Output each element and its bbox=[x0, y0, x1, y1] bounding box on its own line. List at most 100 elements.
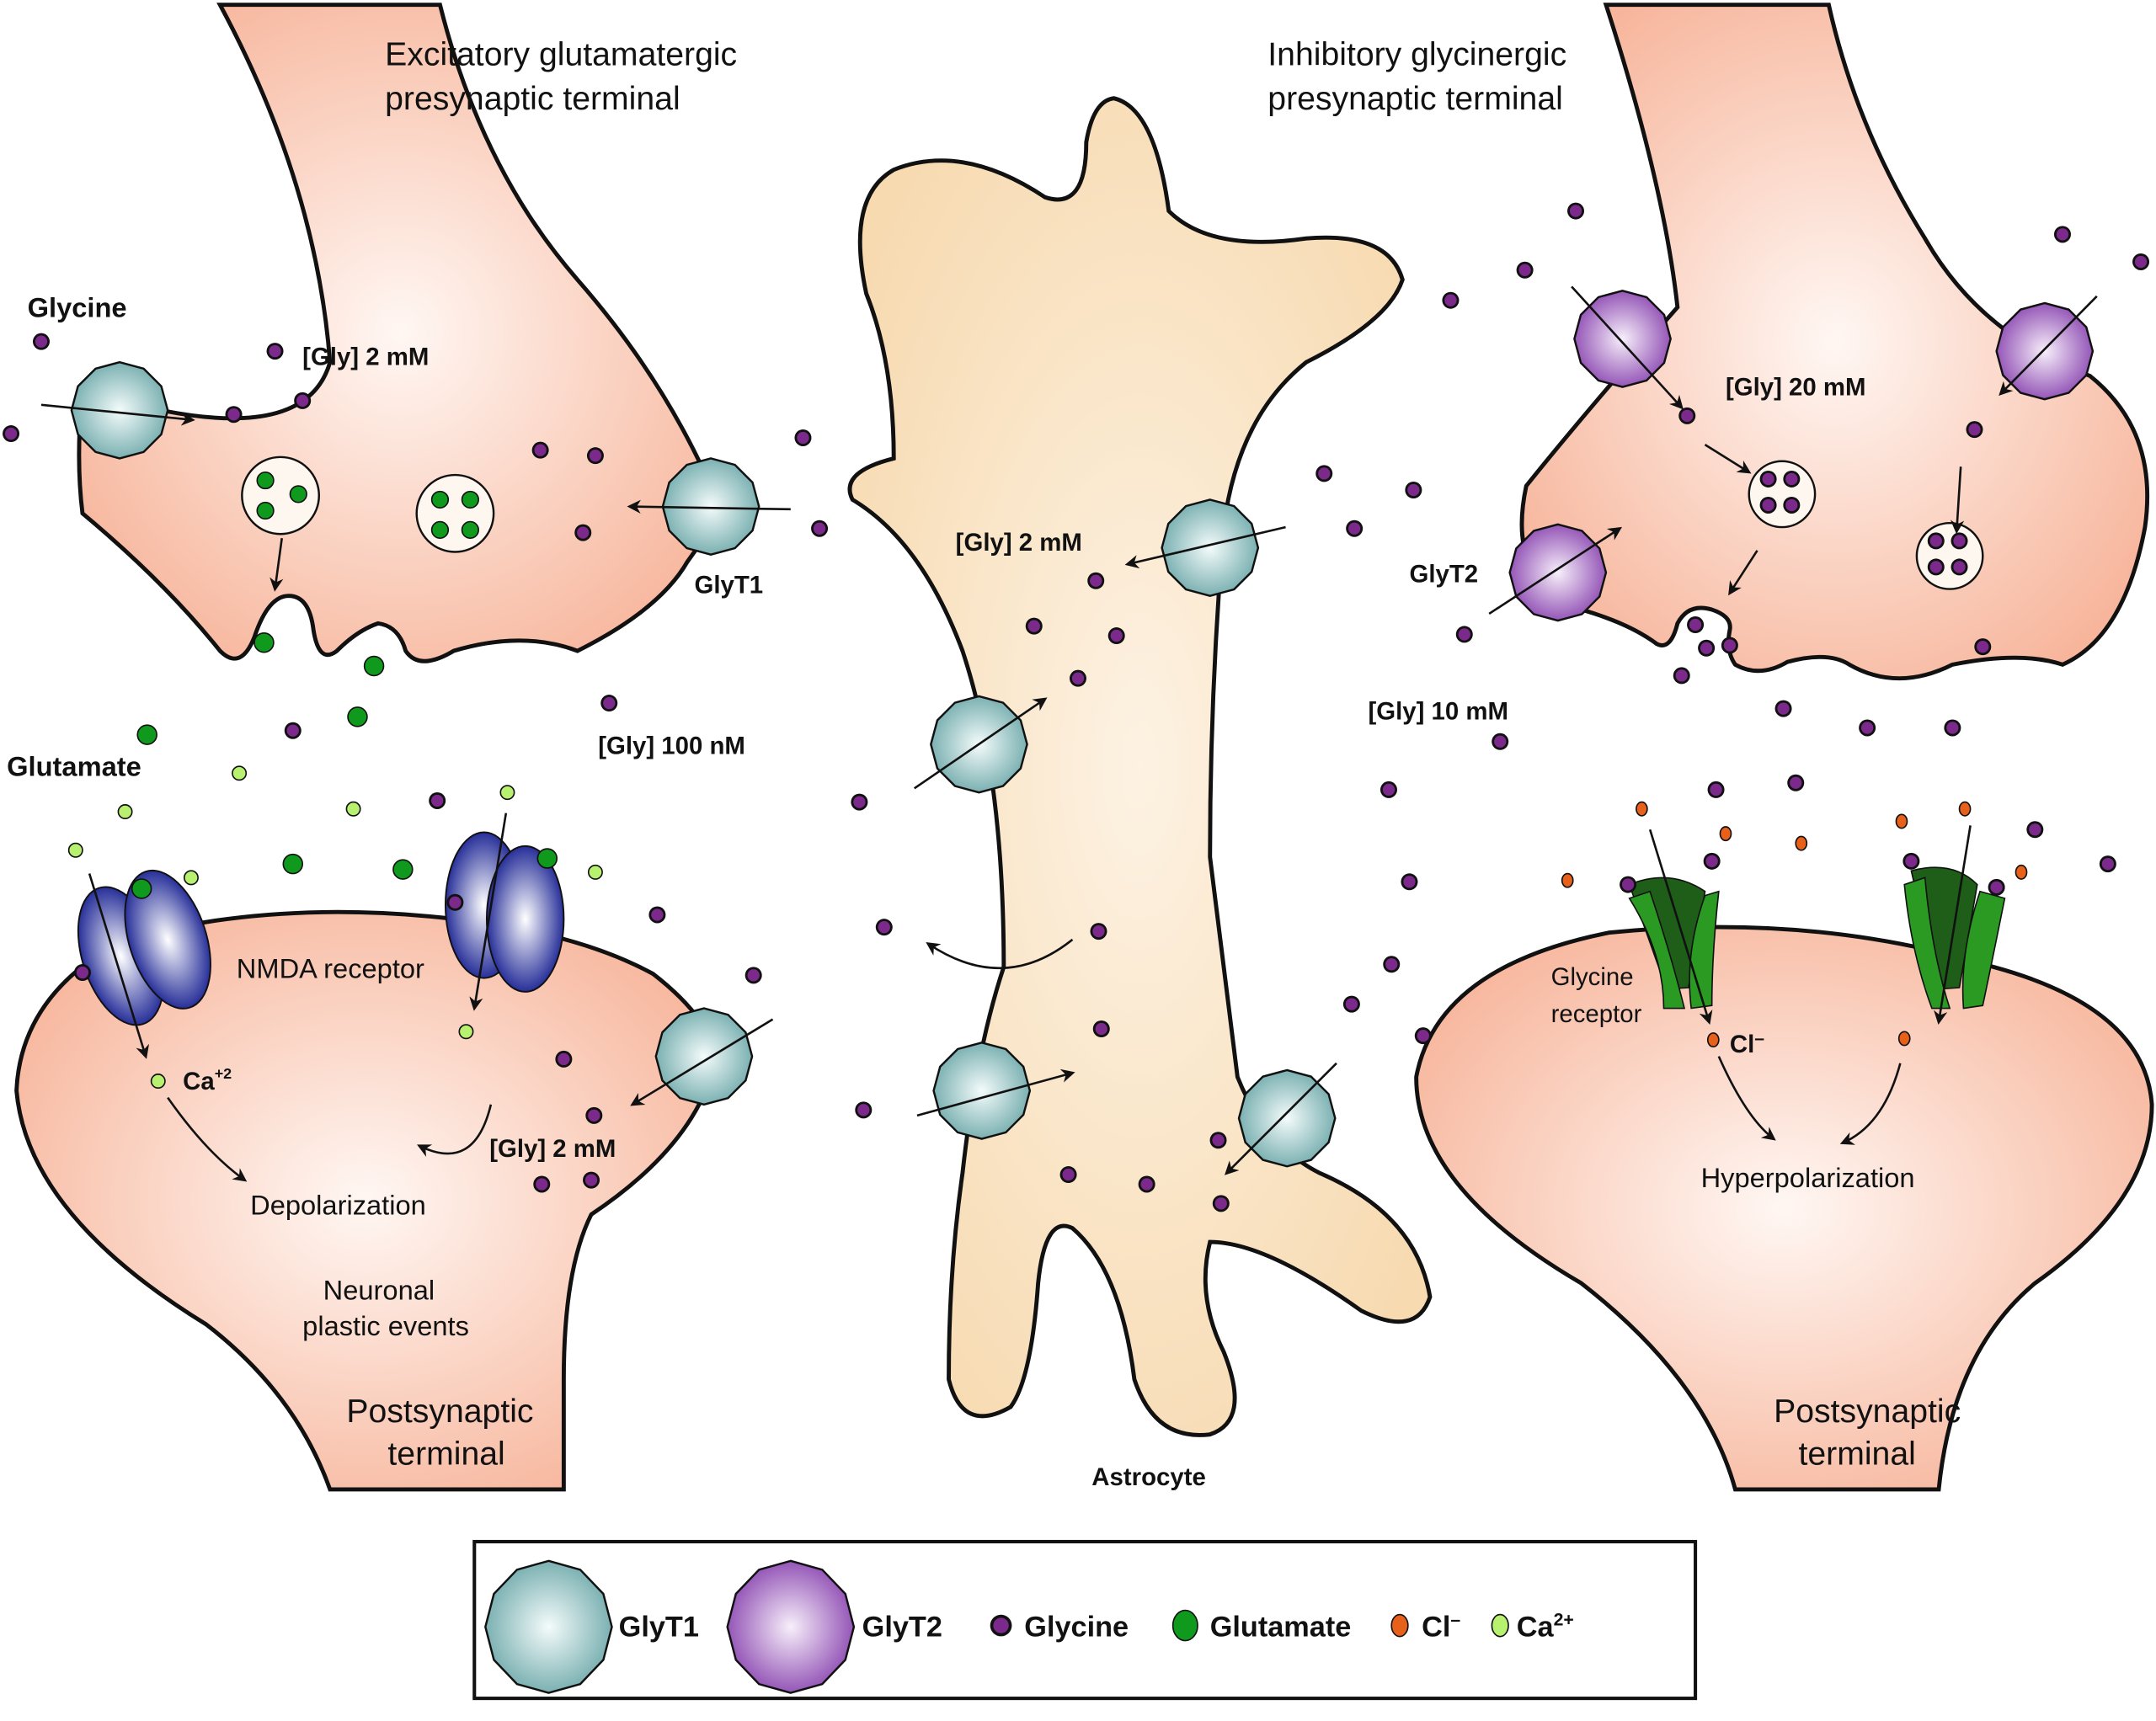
glutamate-label: Glutamate bbox=[7, 751, 141, 782]
glycine-molecule bbox=[1492, 733, 1509, 750]
gly-2mM-presynaptic-label: [Gly] 2 mM bbox=[302, 343, 429, 370]
glutamate-vesicle bbox=[241, 456, 320, 535]
postsynaptic-left-line2: terminal bbox=[387, 1436, 504, 1473]
legend-glyt2-symbol bbox=[726, 1559, 856, 1694]
glycine-molecule bbox=[1687, 616, 1705, 633]
hyperpolarization-label: Hyperpolarization bbox=[1701, 1162, 1915, 1193]
glycine-molecule bbox=[1703, 852, 1721, 870]
glycine-molecule bbox=[1516, 261, 1534, 279]
excitatory-presynaptic-terminal bbox=[77, 3, 724, 663]
glycine-molecule bbox=[531, 441, 549, 459]
excitatory-title-line2: presynaptic terminal bbox=[385, 81, 680, 117]
glycine-label: Glycine bbox=[28, 291, 127, 322]
glycine-molecule bbox=[1988, 878, 2005, 896]
glyt1-transporter bbox=[654, 1007, 754, 1106]
glutamate-molecule bbox=[136, 724, 157, 745]
glycine-molecule bbox=[1567, 202, 1585, 220]
glycine-molecule bbox=[1092, 1020, 1110, 1037]
legend-chloride-label: Cl– bbox=[1422, 1611, 1460, 1644]
legend-glutamate-label: Glutamate bbox=[1210, 1612, 1352, 1644]
glyt1-transporter bbox=[1237, 1068, 1337, 1168]
chloride-ion bbox=[1719, 826, 1732, 842]
gly-2mM-astrocyte-label: [Gly] 2 mM bbox=[956, 529, 1082, 557]
legend-glyt1-label: GlyT1 bbox=[619, 1612, 699, 1644]
legend-chloride-symbol bbox=[1390, 1613, 1409, 1638]
glycine-molecule bbox=[851, 793, 868, 811]
glycine-molecule bbox=[811, 519, 829, 537]
astrocyte-label: Astrocyte bbox=[1091, 1463, 1206, 1491]
glycine-molecule bbox=[1087, 572, 1105, 589]
glycine-molecule bbox=[1787, 774, 1805, 791]
glycine-molecule bbox=[1707, 781, 1725, 798]
glutamate-molecule bbox=[347, 706, 368, 727]
chloride-ion bbox=[2015, 864, 2028, 880]
chloride-ion bbox=[1895, 813, 1908, 829]
glycine-molecule bbox=[1380, 781, 1397, 798]
calcium-ion bbox=[232, 765, 248, 781]
glycine-molecule bbox=[744, 967, 762, 984]
glycine-molecule bbox=[794, 429, 812, 446]
glyt1-transporter bbox=[661, 457, 760, 557]
legend-glyt1-symbol bbox=[484, 1559, 613, 1694]
glycine-molecule bbox=[1966, 421, 1983, 439]
glutamate-molecule bbox=[282, 853, 303, 875]
glycine-molecule bbox=[284, 722, 302, 739]
glycine-receptor-line1: Glycine bbox=[1551, 963, 1634, 991]
inhibitory-title-line1: Inhibitory glycinergic bbox=[1267, 37, 1566, 73]
calcium-ion bbox=[117, 804, 133, 820]
glycine-molecule bbox=[1721, 637, 1738, 654]
calcium-ion bbox=[587, 864, 603, 880]
glycine-molecule bbox=[1346, 519, 1364, 537]
glycine-molecule bbox=[1673, 667, 1690, 685]
gly-20mM-label: [Gly] 20 mM bbox=[1726, 373, 1866, 401]
glycine-molecule bbox=[294, 392, 312, 409]
legend-box bbox=[472, 1539, 1698, 1701]
glycine-molecule bbox=[1342, 995, 1360, 1013]
glycine-molecule bbox=[855, 1101, 873, 1119]
glyt2-transporter bbox=[1995, 301, 2095, 401]
glyt1-label: GlyT1 bbox=[694, 571, 763, 599]
glycine-receptor bbox=[1903, 866, 2006, 1010]
glycine-molecule bbox=[2053, 226, 2071, 243]
depolarization-label: Depolarization bbox=[250, 1189, 426, 1220]
glycine-molecule bbox=[225, 406, 243, 424]
chloride-label: Cl– bbox=[1730, 1029, 1764, 1058]
legend-glyt2-shape bbox=[726, 1559, 856, 1694]
neuronal-plastic-line2: plastic events bbox=[302, 1310, 469, 1341]
glycine-molecule bbox=[1678, 407, 1696, 424]
glycine-molecule bbox=[2099, 855, 2116, 873]
chloride-ion bbox=[1636, 801, 1648, 817]
glutamate-molecule bbox=[536, 848, 558, 869]
glutamate-molecule bbox=[392, 859, 414, 880]
glycine-molecule bbox=[1401, 873, 1418, 891]
glycine-molecule bbox=[429, 791, 446, 809]
glycine-molecule bbox=[1455, 626, 1473, 643]
legend-glyt2-label: GlyT2 bbox=[862, 1612, 942, 1644]
chloride-ion bbox=[1958, 801, 1972, 817]
glycine-molecule bbox=[1315, 465, 1333, 482]
glycine-molecule bbox=[648, 906, 666, 924]
legend-calcium-symbol bbox=[1491, 1613, 1509, 1638]
glycine-molecule bbox=[1138, 1175, 1155, 1193]
chloride-ion bbox=[1795, 835, 1808, 851]
glycine-molecule bbox=[3, 425, 20, 443]
postsynaptic-right-line2: terminal bbox=[1799, 1436, 1916, 1473]
glycine-molecule bbox=[583, 1171, 600, 1189]
calcium-ion bbox=[183, 870, 199, 886]
glycine-molecule bbox=[1620, 876, 1637, 893]
gly-10mM-label: [Gly] 10 mM bbox=[1368, 698, 1508, 726]
neuronal-plastic-line1: Neuronal bbox=[323, 1275, 435, 1306]
glycine-vesicle bbox=[1915, 521, 1984, 590]
glyt1-transporter bbox=[932, 1042, 1032, 1140]
calcium-ion bbox=[150, 1074, 166, 1090]
excitatory-title-line1: Excitatory glutamatergic bbox=[385, 37, 737, 73]
inhibitory-title-line2: presynaptic terminal bbox=[1267, 81, 1563, 117]
glycine-molecule bbox=[1070, 669, 1086, 687]
calcium-ion bbox=[458, 1024, 474, 1040]
glutamate-vesicle bbox=[415, 473, 495, 553]
glyt2-label: GlyT2 bbox=[1409, 560, 1478, 588]
glycine-molecule bbox=[1025, 617, 1043, 635]
legend: GlyT1 GlyT2 Glycine Glutamate Cl– Ca2+ bbox=[472, 1539, 1698, 1701]
glycine-molecule bbox=[1698, 639, 1716, 657]
